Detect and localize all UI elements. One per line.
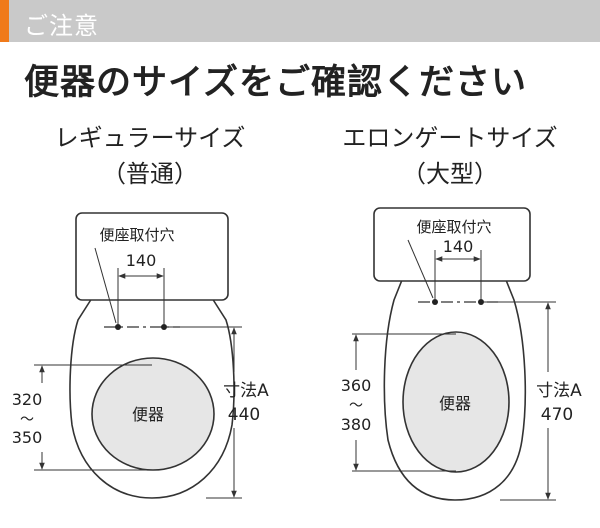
header-label: ご注意 [24,12,99,40]
regular-bowl-label: 便器 [132,405,164,424]
regular-size-subtitle: （普通） [102,160,198,188]
elongated-dimA-value: 470 [541,405,573,425]
elongated-bowl-opening [402,331,510,473]
elongated-tank [373,207,531,282]
header-bar [0,0,600,42]
elongated-mounting-hole-left [432,299,438,305]
elongated-bowl-label: 便器 [439,394,471,413]
regular-range-bottom: 350 [12,428,43,447]
elongated-range-top: 360 [341,376,372,395]
regular-tank [75,212,229,301]
regular-mounting-hole-right [161,324,167,330]
regular-hole-label: 便座取付穴 [99,226,174,244]
elongated-range-bottom: 380 [341,415,372,434]
regular-range-top: 320 [12,390,43,409]
elongated-spacing-value: 140 [443,237,474,256]
regular-size-title: レギュラーサイズ [54,124,246,152]
regular-bowl-opening [91,357,215,471]
page-title: 便器のサイズをご確認ください [24,63,527,103]
elongated-size-title: エロンゲートサイズ [342,124,558,152]
regular-dimA-label: 寸法A [223,381,269,401]
regular-mounting-hole-left [115,324,121,330]
header-accent-stripe [0,0,9,42]
regular-hole-leader [94,247,117,324]
regular-diagram: 140 便座取付穴 便器 320 〜 350 寸法A 440 [12,212,269,499]
elongated-range-tilde: 〜 [349,398,363,414]
elongated-size-subtitle: （大型） [402,160,498,188]
elongated-hole-label: 便座取付穴 [416,218,491,236]
regular-range-tilde: 〜 [20,412,34,428]
regular-dimA-value: 440 [228,405,260,425]
elongated-mounting-hole-right [478,299,484,305]
elongated-dimA-label: 寸法A [536,381,582,401]
elongated-diagram: 140 便座取付穴 便器 360 〜 380 寸法A 470 [341,207,582,501]
elongated-hole-leader [407,239,434,299]
regular-spacing-value: 140 [126,251,157,270]
